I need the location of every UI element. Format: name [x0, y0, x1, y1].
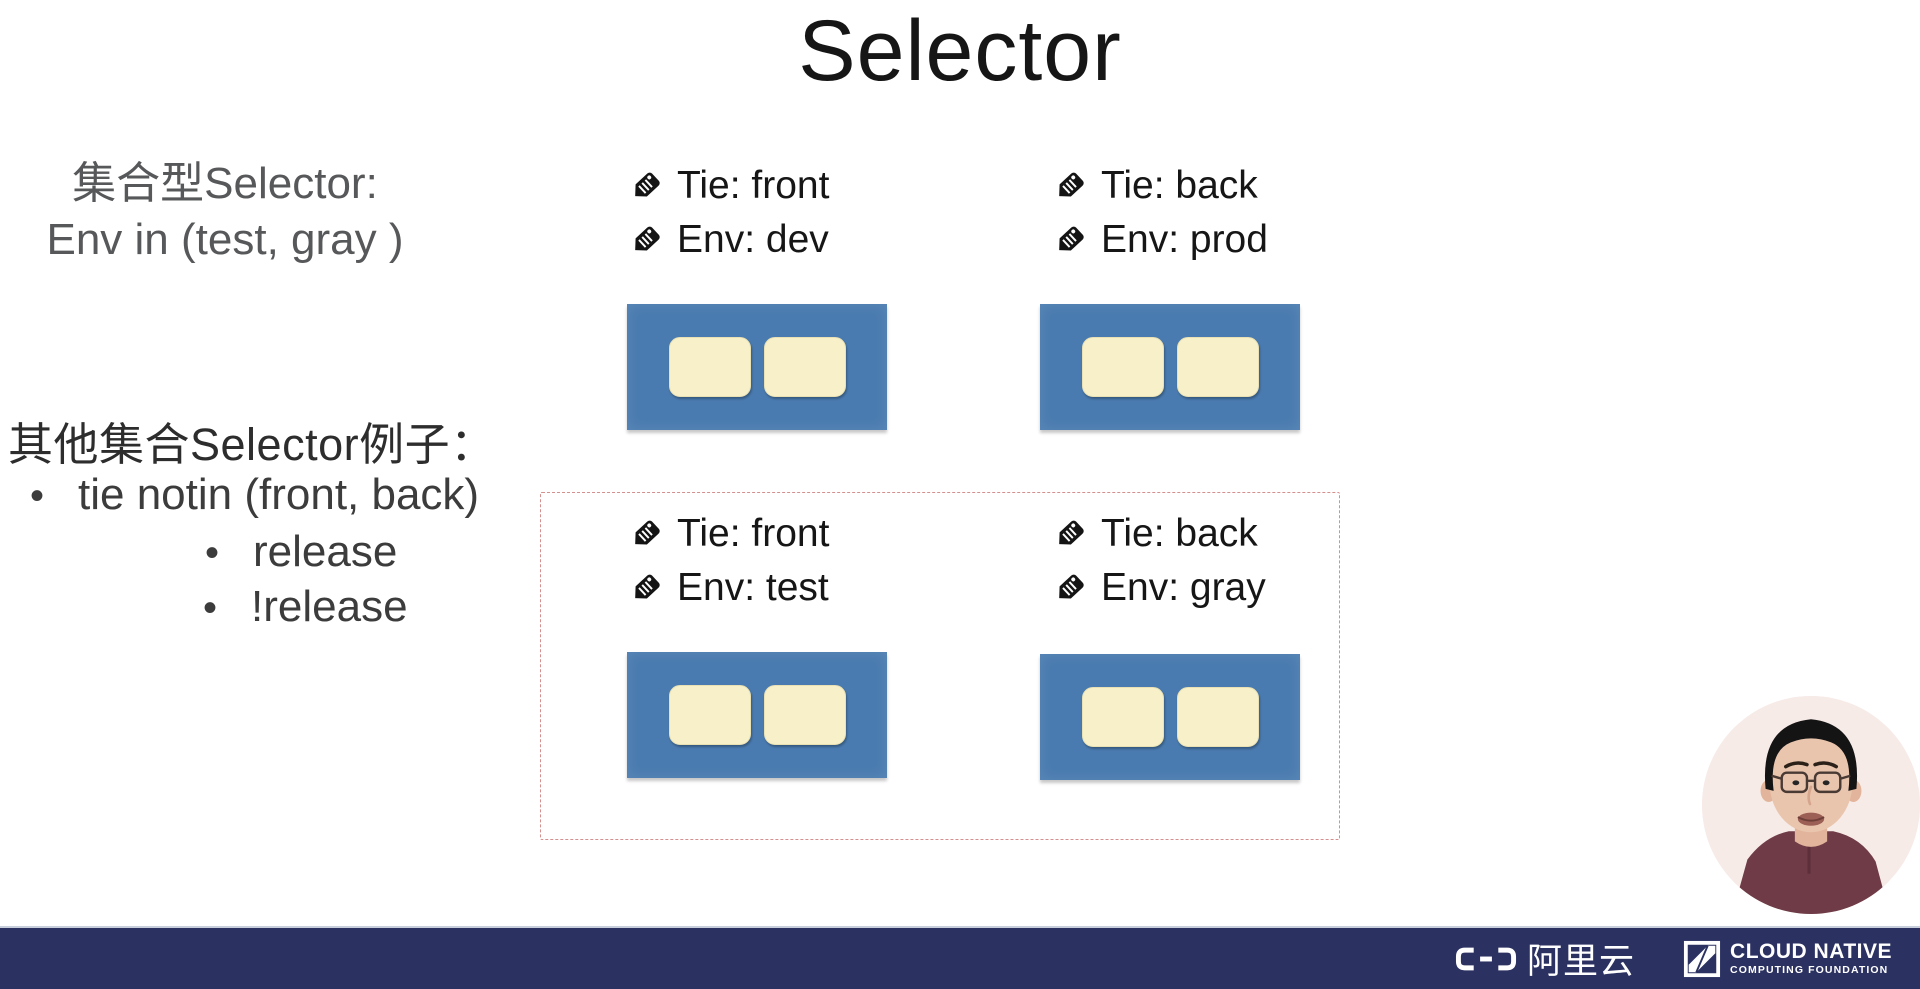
container-chip: [1176, 337, 1259, 397]
label-text: Tie: back: [1101, 164, 1258, 207]
list-item: • !release: [203, 582, 408, 632]
pod-top-right: [1040, 304, 1300, 430]
other-selector-heading: 其他集合Selector例子：: [8, 419, 496, 470]
list-item-text: !release: [251, 582, 408, 631]
bullet-icon: •: [30, 474, 45, 518]
webcam-avatar: [1702, 696, 1920, 914]
bullet-icon: •: [205, 531, 220, 575]
container-chip: [668, 337, 751, 397]
label-text: Env: test: [677, 566, 829, 609]
cncf-wordmark: CLOUD NATIVE COMPUTING FOUNDATION: [1730, 941, 1892, 976]
tag-icon: [628, 169, 663, 203]
list-item: • release: [205, 527, 397, 577]
label-line: Env: test: [628, 566, 829, 610]
tag-icon: [1052, 517, 1087, 551]
cncf-logo: CLOUD NATIVE COMPUTING FOUNDATION: [1683, 940, 1892, 978]
bullet-icon: •: [203, 586, 218, 630]
footer-bar: 阿里云 CLOUD NATIVE COMPUTING FOUNDATION: [0, 926, 1920, 989]
pod-labels-bottom-left: Tie: front Env: test: [628, 512, 829, 610]
label-text: Tie: front: [677, 164, 830, 207]
pod-labels-bottom-right: Tie: back Env: gray: [1052, 512, 1266, 610]
tag-icon: [1052, 571, 1087, 605]
presenter-illustration: [1702, 696, 1920, 914]
list-item-text: tie notin (front, back): [78, 470, 480, 519]
label-line: Env: gray: [1052, 566, 1266, 610]
alibaba-cloud-logo: 阿里云: [1454, 933, 1635, 984]
pod-labels-top-right: Tie: back Env: prod: [1052, 164, 1268, 262]
pod-top-left: [627, 304, 887, 430]
pod-bottom-right: [1040, 654, 1300, 780]
container-chip: [1081, 337, 1164, 397]
container-chip: [668, 685, 751, 745]
label-text: Env: prod: [1101, 218, 1268, 261]
tag-icon: [628, 517, 663, 551]
container-chip: [1081, 687, 1164, 747]
tag-icon: [1052, 169, 1087, 203]
tag-icon: [1052, 223, 1087, 257]
label-text: Tie: back: [1101, 512, 1258, 555]
alibaba-brackets-icon: [1456, 947, 1517, 970]
list-item: • tie notin (front, back): [30, 470, 479, 520]
label-line: Tie: back: [1052, 164, 1268, 208]
cncf-line1: CLOUD NATIVE: [1730, 940, 1892, 964]
cncf-line2: COMPUTING FOUNDATION: [1730, 964, 1889, 977]
label-text: Tie: front: [677, 512, 830, 555]
pod-labels-top-left: Tie: front Env: dev: [628, 164, 829, 262]
alibaba-cloud-label: 阿里云: [1527, 942, 1636, 981]
cncf-mark-icon: [1683, 940, 1721, 977]
label-line: Env: prod: [1052, 218, 1268, 262]
container-chip: [1176, 687, 1259, 747]
label-text: Env: dev: [677, 218, 829, 261]
container-chip: [763, 337, 846, 397]
set-selector-note: 集合型Selector: Env in (test, gray ): [10, 156, 440, 268]
set-selector-note-line2: Env in (test, gray ): [46, 215, 404, 264]
label-text: Env: gray: [1101, 566, 1266, 609]
tag-icon: [628, 571, 663, 605]
container-chip: [763, 685, 846, 745]
label-line: Tie: front: [628, 164, 829, 208]
pod-bottom-left: [627, 652, 887, 778]
page-title: Selector: [798, 3, 1122, 99]
label-line: Tie: front: [628, 512, 829, 556]
list-item-text: release: [253, 527, 398, 576]
label-line: Env: dev: [628, 218, 829, 262]
set-selector-note-line1: 集合型Selector:: [72, 159, 378, 208]
tag-icon: [628, 223, 663, 257]
label-line: Tie: back: [1052, 512, 1266, 556]
